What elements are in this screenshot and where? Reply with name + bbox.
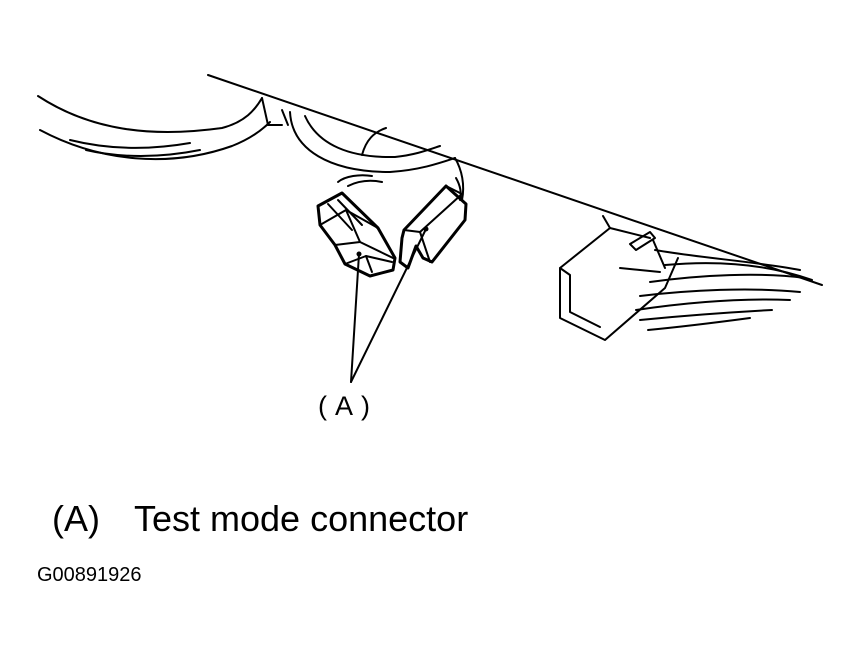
right-wire-harness [635,249,813,331]
dashboard-edge-line [207,74,823,286]
figure-id: G00891926 [37,564,142,586]
callout-label-a: ( A ) [318,391,372,421]
legend-text: Test mode connector [134,498,469,539]
center-duct [289,111,465,201]
right-cover-bracket [559,215,679,341]
callout-leader-lines [350,228,427,383]
legend-row: (A) Test mode connector [52,498,468,540]
legend-key: (A) [52,498,100,539]
test-mode-connector-left [316,191,397,278]
left-wire-harness [37,95,289,161]
test-mode-connector-right [398,184,468,270]
callout-dots [356,226,429,257]
